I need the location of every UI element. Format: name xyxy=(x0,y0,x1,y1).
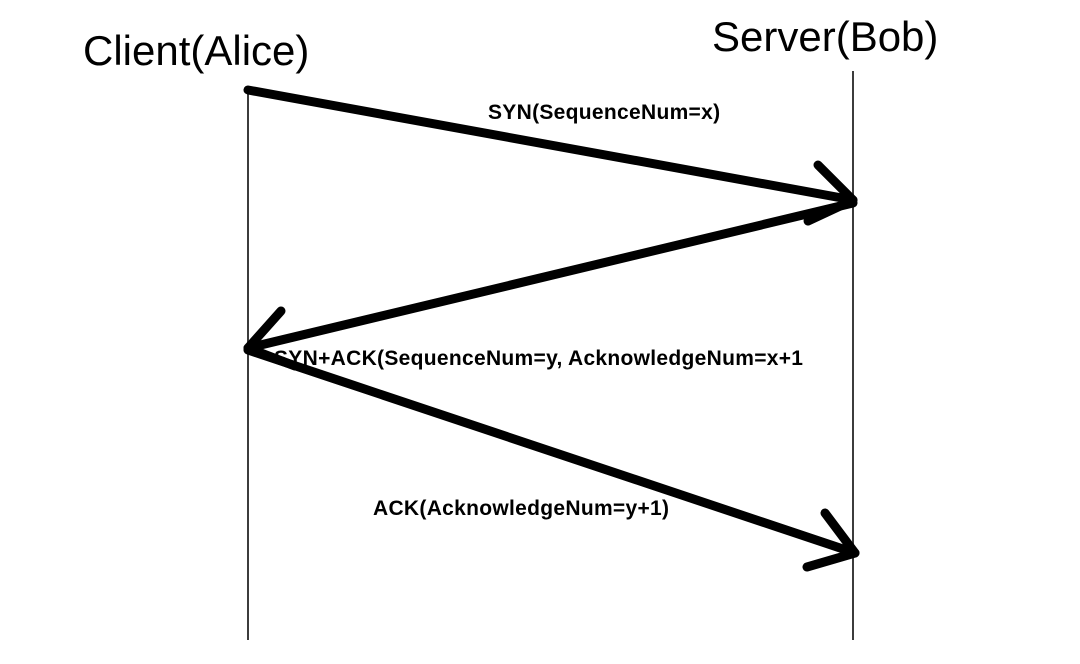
syn-arrowhead-icon xyxy=(803,160,858,226)
participant-server-title: Server(Bob) xyxy=(712,13,939,60)
message-label-syn-ack: SYN+ACK(SequenceNum=y, AcknowledgeNum=x+… xyxy=(274,347,804,370)
ack-arrowhead-icon xyxy=(802,508,860,572)
ack-arrow-shaft xyxy=(243,345,860,558)
message-label-ack: ACK(AcknowledgeNum=y+1) xyxy=(373,497,670,520)
syn-ack-arrow-shaft xyxy=(243,198,858,353)
message-label-syn: SYN(SequenceNum=x) xyxy=(488,101,721,124)
participant-client-title: Client(Alice) xyxy=(83,27,310,74)
